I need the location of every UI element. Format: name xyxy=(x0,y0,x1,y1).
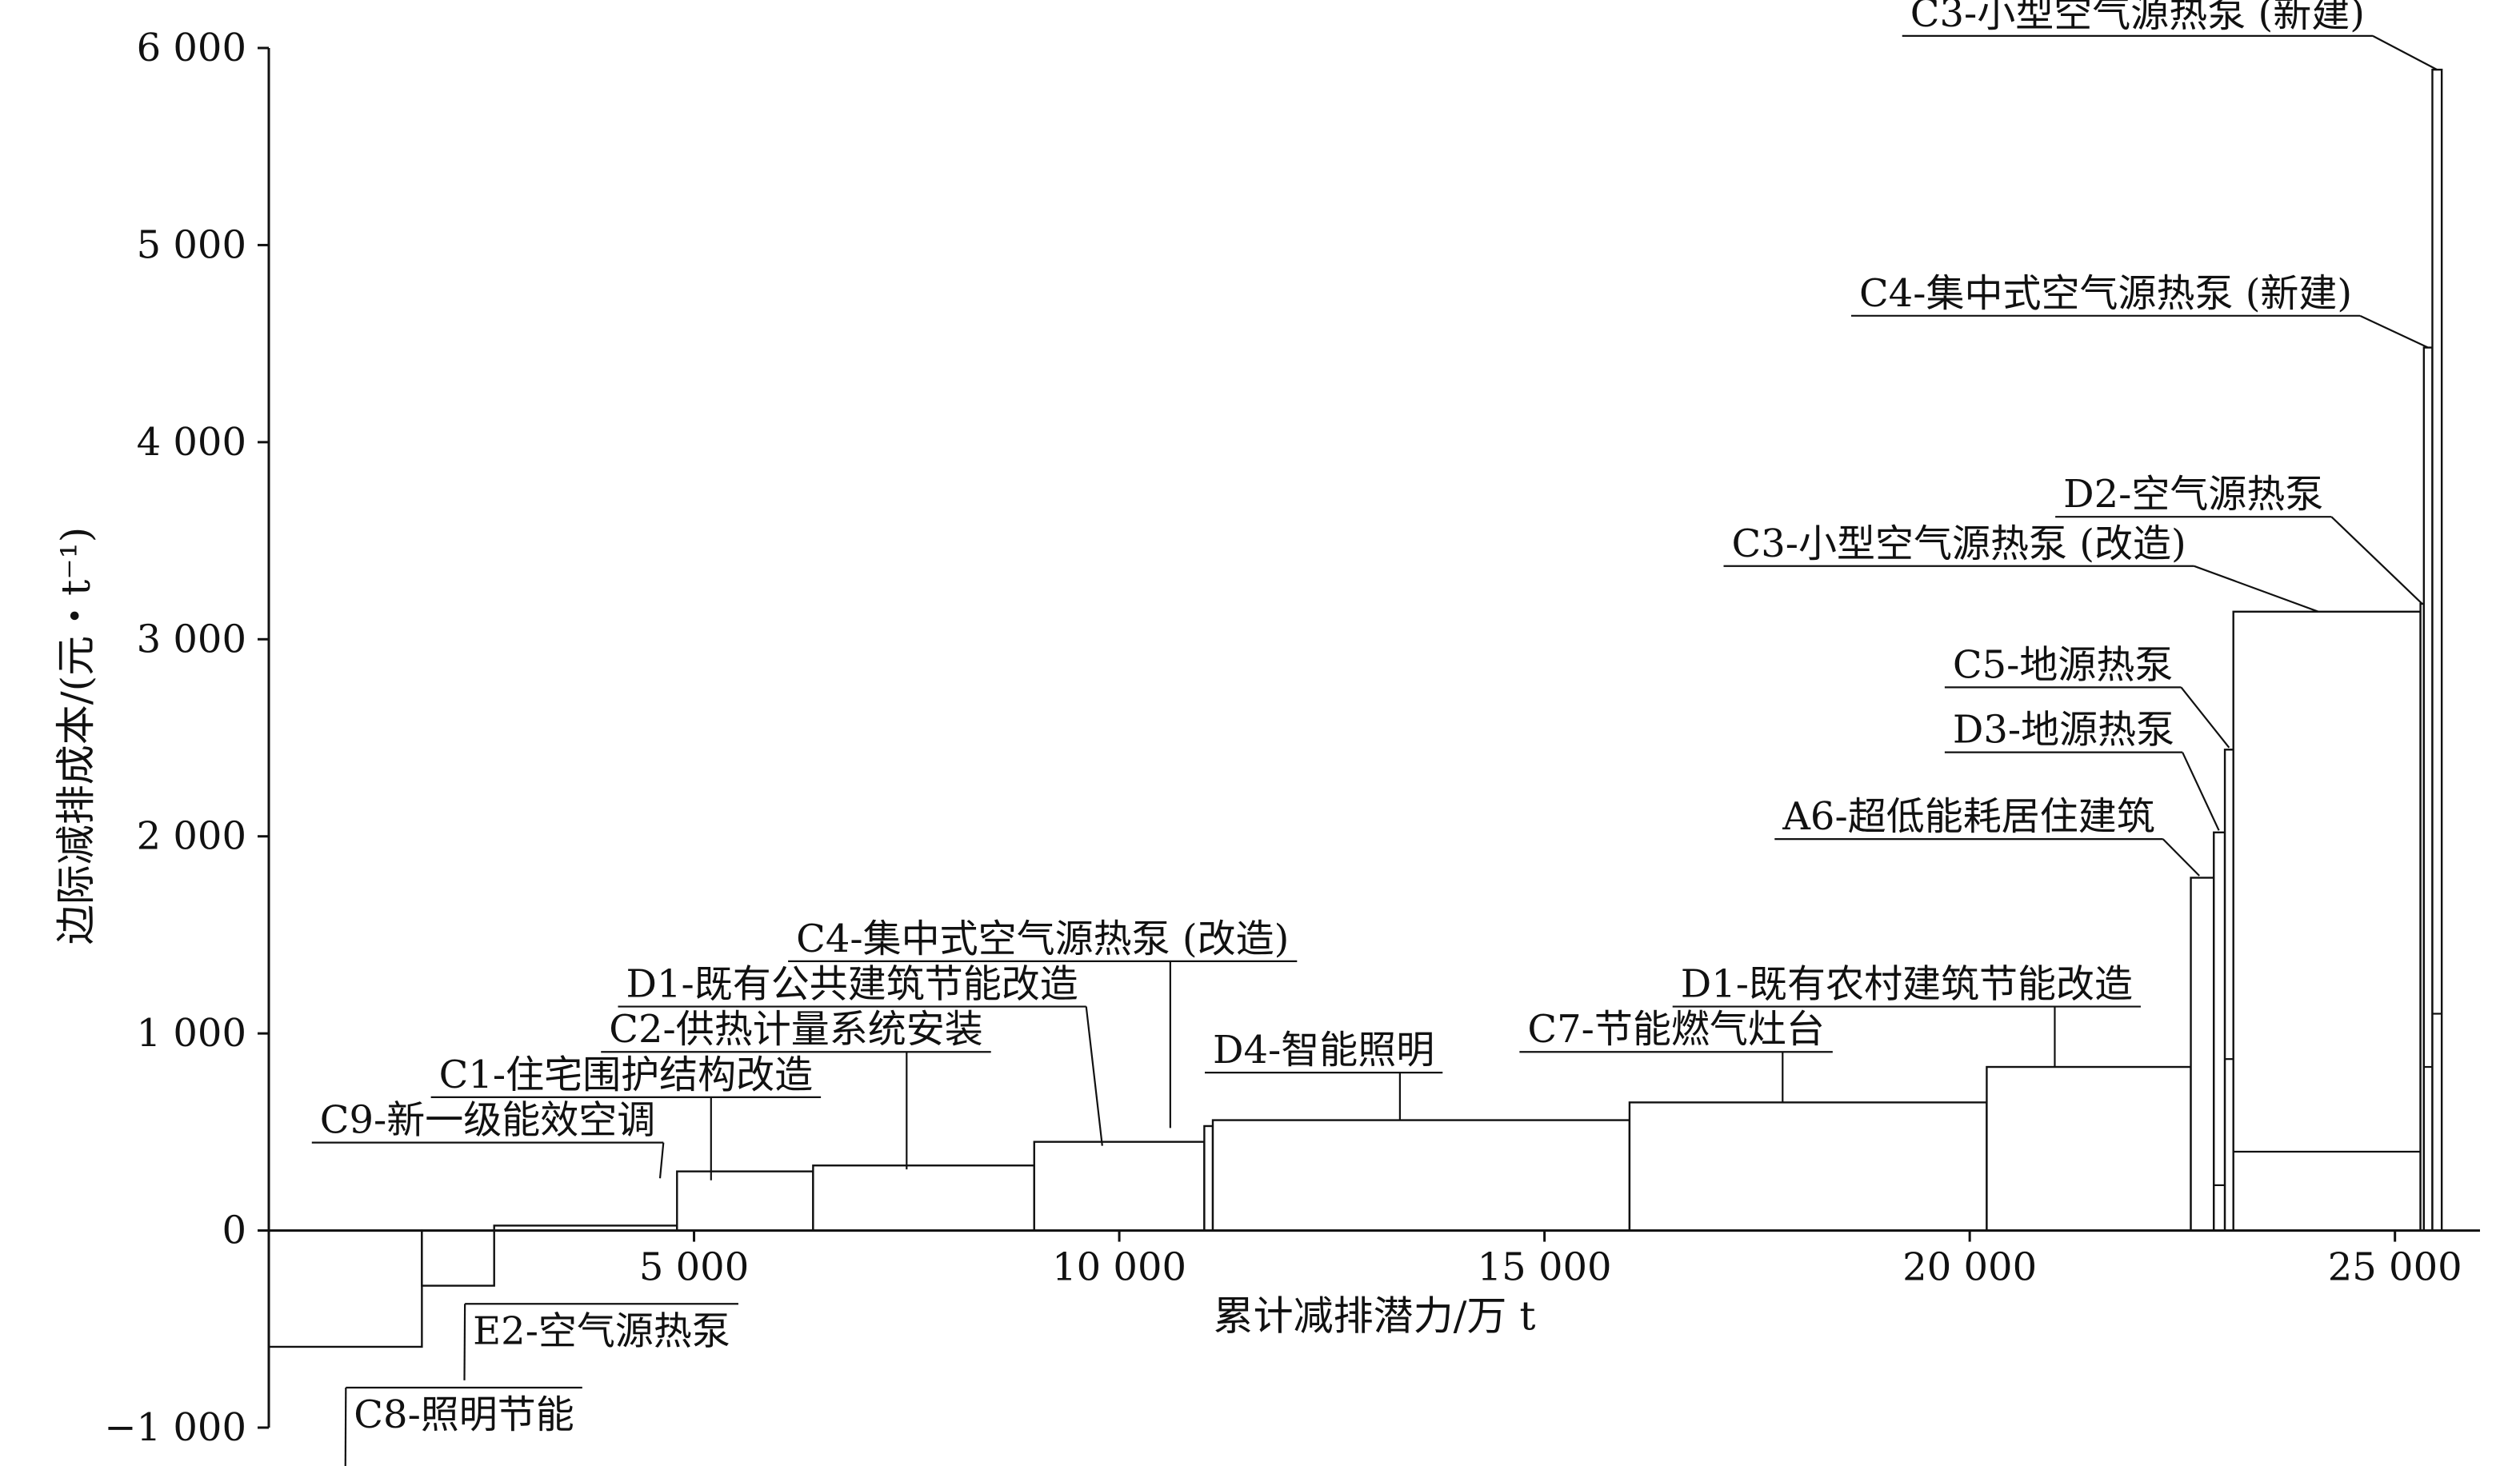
label-leader-line xyxy=(2182,752,2220,831)
label-leader-line xyxy=(2194,565,2319,613)
label-leader-line xyxy=(2330,516,2423,605)
x-tick-label: 5 000 xyxy=(639,1245,749,1290)
x-tick-label: 10 000 xyxy=(1052,1245,1186,1290)
ticks-layer: −1 000 0 1 000 2 000 3 000 4 000 5 000 6 000 5 0… xyxy=(104,26,2462,1450)
bar xyxy=(267,1229,423,1348)
label-leader-line xyxy=(2359,314,2429,349)
label-leader-line xyxy=(1085,1006,1103,1146)
label-leader-line xyxy=(658,1142,665,1179)
y-tick-label: 5 000 xyxy=(137,222,246,267)
bar-label: C3-小型空气源热泵 (改造) xyxy=(1731,521,2186,566)
bar-label: E2-空气源热泵 xyxy=(473,1308,730,1353)
bar xyxy=(1986,1065,2192,1232)
label-leader-line xyxy=(2180,686,2230,749)
bar-label: C4-集中式空气源热泵 (改造) xyxy=(796,917,1289,961)
y-tick-label: 3 000 xyxy=(137,617,246,661)
y-tick-label: 2 000 xyxy=(137,814,246,859)
bar-label: C7-节能燃气灶台 xyxy=(1527,1007,1825,1052)
bar xyxy=(2223,749,2234,1232)
y-tick-label: 0 xyxy=(222,1208,246,1253)
bar-label: A6-超低能耗居住建筑 xyxy=(1782,794,2154,839)
y-axis-title: 边际减排成本/(元・t⁻¹) xyxy=(53,527,99,945)
x-tick-label: 25 000 xyxy=(2328,1245,2462,1290)
y-tick-label: −1 000 xyxy=(104,1405,246,1450)
bar-label: D3-地源热泵 xyxy=(1953,708,2174,753)
y-tick-label: 6 000 xyxy=(137,26,246,70)
bars-layer xyxy=(267,68,2443,1348)
bar-label: D1-既有公共建筑节能改造 xyxy=(626,962,1078,1007)
bar-label: C3-小型空气源热泵 (新建) xyxy=(1910,0,2365,36)
bar xyxy=(1033,1140,1206,1232)
labels-layer: C8-照明节能 E2-空气源热泵 C9-新一级能效空调C1-住宅围护结构改造C2-供… xyxy=(320,0,2365,1437)
label-leader-line xyxy=(463,1304,466,1380)
bar-label: C8-照明节能 xyxy=(354,1392,574,1437)
bar xyxy=(2431,68,2443,1232)
bar-label: C5-地源热泵 xyxy=(1953,642,2174,687)
bar xyxy=(2422,346,2434,1232)
bar-label: C4-集中式空气源热泵 (新建) xyxy=(1859,271,2352,316)
label-leader-line xyxy=(2372,34,2438,71)
bar xyxy=(1628,1101,1988,1232)
x-tick-label: 15 000 xyxy=(1478,1245,1612,1290)
bar xyxy=(421,1229,495,1287)
label-leader-line xyxy=(2162,838,2200,877)
bar xyxy=(2190,877,2215,1232)
bar xyxy=(2213,831,2226,1232)
bar-label: D2-空气源热泵 xyxy=(2063,472,2323,517)
x-tick-label: 20 000 xyxy=(1902,1245,2037,1290)
bar xyxy=(812,1164,1035,1232)
axes-layer xyxy=(267,48,2480,1428)
leaders-layer xyxy=(311,34,2438,1466)
bar-label: C2-供热计量系统安装 xyxy=(609,1007,982,1052)
bar xyxy=(1211,1119,1631,1232)
bar-label: C1-住宅围护结构改造 xyxy=(439,1053,814,1097)
bar-label: C9-新一级能效空调 xyxy=(320,1098,656,1143)
bar xyxy=(1203,1124,1214,1232)
bar-label: D4-智能照明 xyxy=(1213,1028,1434,1073)
bar xyxy=(676,1170,814,1232)
bar xyxy=(2232,610,2422,1232)
bar-label: D1-既有农村建筑节能改造 xyxy=(1681,962,2133,1007)
y-tick-label: 4 000 xyxy=(137,420,246,465)
x-axis-title: 累计减排潜力/万 t xyxy=(1214,1293,1536,1340)
y-tick-label: 1 000 xyxy=(137,1011,246,1056)
